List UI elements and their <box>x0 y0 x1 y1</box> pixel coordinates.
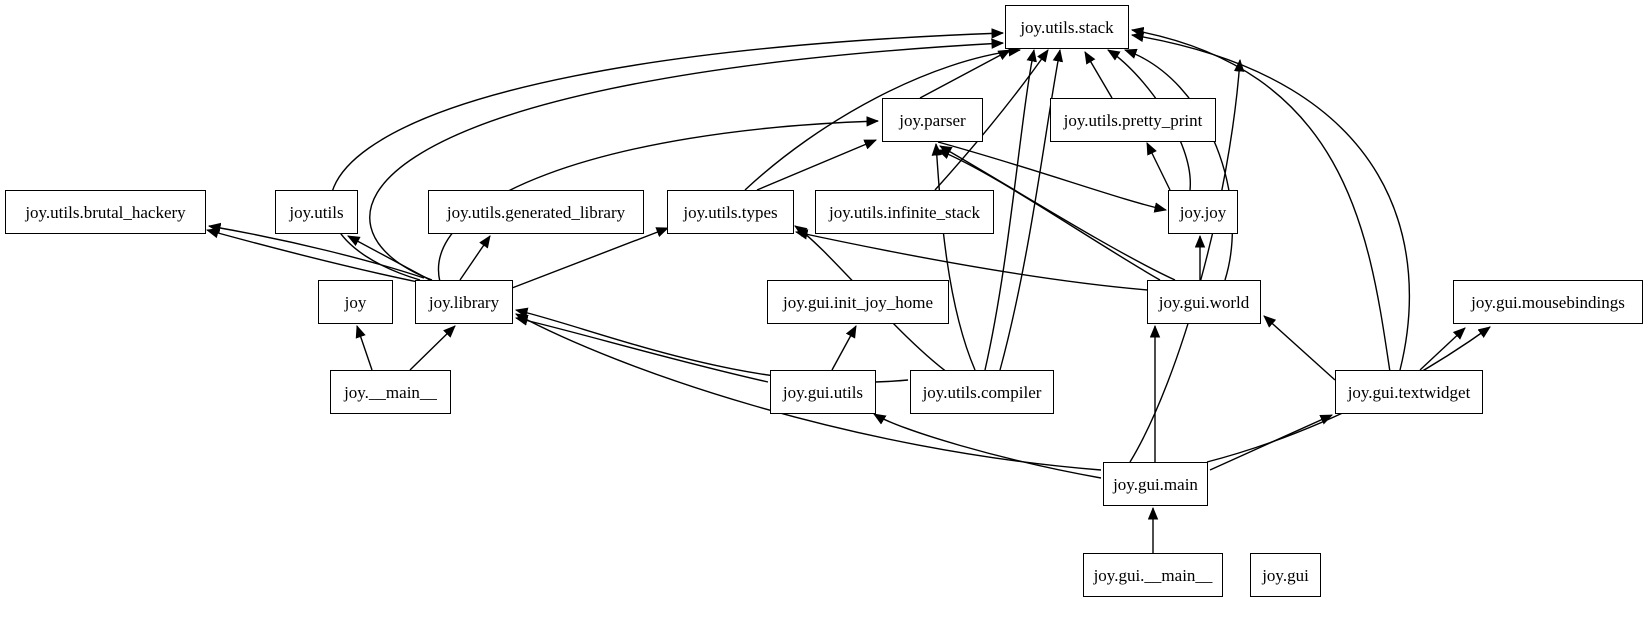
edge-world-to-stack <box>1124 48 1233 281</box>
edge-library-to-brutal_hackery <box>207 222 425 279</box>
edge-library-to-brutal_hackery <box>205 227 419 283</box>
edge-gui_main-to-gui_utils <box>873 413 1102 479</box>
edge-group <box>205 26 1491 553</box>
edge-world-to-parser <box>937 149 1161 281</box>
edge-compiler-to-parser <box>931 142 976 371</box>
edge-parser-to-joyjoy <box>937 141 1168 213</box>
node-world[interactable]: joy.gui.world <box>1147 280 1261 324</box>
node-init_joy_home[interactable]: joy.gui.init_joy_home <box>767 280 949 324</box>
edge-parser-to-stack <box>919 49 1011 99</box>
edge-gui_main-to-library <box>515 313 1102 471</box>
node-joyjoy[interactable]: joy.joy <box>1168 190 1238 234</box>
edge-textwidget-to-mousebindings <box>1419 327 1466 371</box>
node-parser[interactable]: joy.parser <box>882 98 983 142</box>
node-label: joy.utils.stack <box>1020 17 1114 37</box>
node-label: joy.gui.__main__ <box>1093 565 1213 585</box>
node-compiler[interactable]: joy.utils.compiler <box>910 370 1054 414</box>
node-label: joy.gui <box>1262 565 1309 585</box>
node-pretty_print[interactable]: joy.utils.pretty_print <box>1050 98 1216 142</box>
node-utils[interactable]: joy.utils <box>275 190 358 234</box>
node-label: joy.joy <box>1179 202 1227 222</box>
node-types[interactable]: joy.utils.types <box>667 190 794 234</box>
edge-types-to-parser <box>756 139 877 191</box>
node-label: joy.utils.compiler <box>922 382 1042 402</box>
edge-joymain-to-library <box>409 325 456 371</box>
node-stack[interactable]: joy.utils.stack <box>1005 5 1129 49</box>
node-library[interactable]: joy.library <box>415 280 513 324</box>
edge-library-to-utils <box>347 235 431 281</box>
node-gui[interactable]: joy.gui <box>1250 553 1321 597</box>
node-label: joy.utils.brutal_hackery <box>25 202 186 222</box>
node-label: joy.gui.utils <box>782 382 864 402</box>
node-label: joy.library <box>428 292 500 312</box>
node-label: joy.parser <box>899 110 966 130</box>
node-textwidget[interactable]: joy.gui.textwidget <box>1335 370 1483 414</box>
node-joy[interactable]: joy <box>318 280 393 324</box>
node-label: joy.utils <box>289 202 344 222</box>
edge-pretty_print-to-stack <box>1084 51 1113 99</box>
edge-library-to-stack <box>329 28 1005 281</box>
node-label: joy.utils.pretty_print <box>1063 110 1203 130</box>
node-generated_library[interactable]: joy.utils.generated_library <box>428 190 644 234</box>
edge-gui_utils-to-library <box>514 315 769 383</box>
edge-textwidget-to-stack <box>1130 31 1411 371</box>
node-joymain[interactable]: joy.__main__ <box>330 370 451 414</box>
node-mousebindings[interactable]: joy.gui.mousebindings <box>1453 280 1643 324</box>
edge-library-to-generated_library <box>459 235 491 281</box>
node-brutal_hackery[interactable]: joy.utils.brutal_hackery <box>5 190 206 234</box>
node-label: joy.gui.world <box>1158 292 1250 312</box>
edge-gui_utils-to-init_joy_home <box>831 325 857 371</box>
node-label: joy.utils.infinite_stack <box>829 202 980 222</box>
edge-library-to-parser <box>437 116 880 283</box>
node-label: joy.gui.mousebindings <box>1471 292 1625 312</box>
node-label: joy.__main__ <box>344 382 437 402</box>
edge-library-to-stack <box>369 38 1005 281</box>
node-label: joy.utils.types <box>683 202 778 222</box>
edge-joyjoy-to-pretty_print <box>1146 142 1171 191</box>
edge-textwidget-to-stack <box>1130 26 1391 373</box>
node-label: joy.utils.generated_library <box>446 202 626 222</box>
node-label: joy.gui.main <box>1113 474 1198 494</box>
node-infinite_stack[interactable]: joy.utils.infinite_stack <box>815 190 994 234</box>
edge-world-to-parser <box>939 145 1176 281</box>
node-gui_main[interactable]: joy.gui.main <box>1103 462 1208 506</box>
edge-compiler-to-stack <box>984 48 1037 371</box>
edge-world-to-types <box>794 229 1149 291</box>
node-label: joy.gui.init_joy_home <box>782 292 933 312</box>
edge-library-to-types <box>511 227 669 289</box>
edge-compiler-to-stack <box>999 48 1064 371</box>
edge-textwidget-to-world <box>1263 315 1336 381</box>
edge-infinite_stack-to-stack <box>934 49 1049 191</box>
edge-joymain-to-joy <box>355 325 373 371</box>
node-label: joy <box>344 292 367 312</box>
node-label: joy.gui.textwidget <box>1347 382 1471 402</box>
node-gui_utils[interactable]: joy.gui.utils <box>770 370 876 414</box>
node-gui__main__[interactable]: joy.gui.__main__ <box>1083 553 1223 597</box>
edge-types-to-stack <box>744 46 1022 191</box>
